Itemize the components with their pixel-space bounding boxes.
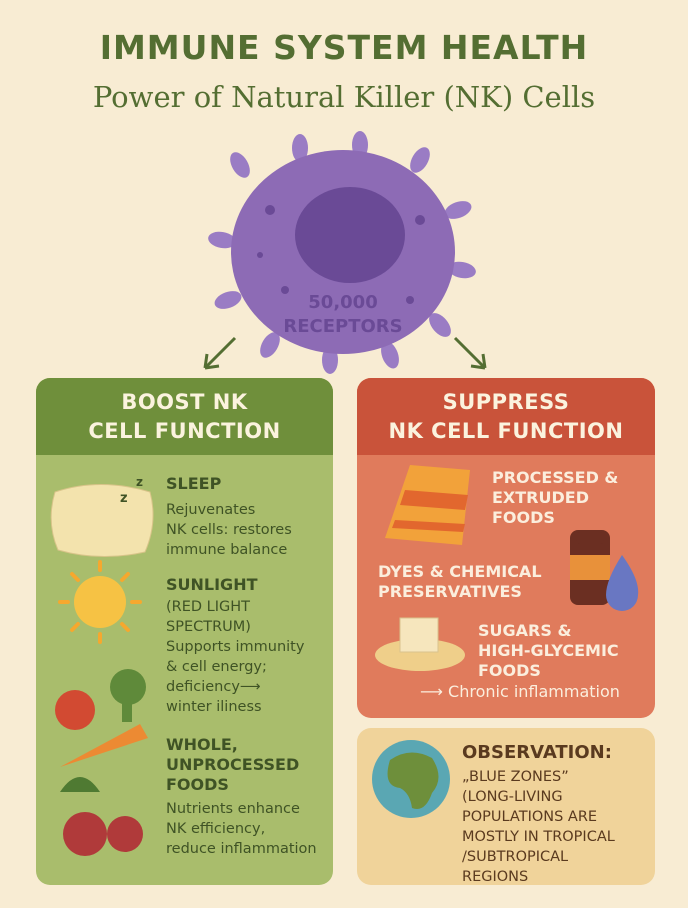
page-subtitle: Power of Natural Killer (NK) Cells	[92, 80, 596, 114]
vegetables-icon	[55, 669, 148, 856]
pillow-icon	[50, 484, 154, 557]
arrow-left-icon	[203, 336, 237, 370]
bottle-icon	[570, 530, 610, 605]
sun-icon	[58, 560, 142, 644]
nk-cell-illustration: 50,000 RECEPTORS	[203, 131, 487, 374]
svg-text:z: z	[136, 475, 143, 489]
boost-icons: z z	[50, 475, 154, 856]
cell-label-receptors: RECEPTORS	[283, 316, 402, 337]
page-title: IMMUNE SYSTEM HEALTH	[99, 28, 589, 67]
suppress-icons	[375, 465, 639, 671]
sleep-z-icon: z	[120, 491, 128, 506]
drop-icon	[606, 555, 639, 611]
sugar-cube-icon	[375, 617, 465, 671]
cell-label-count: 50,000	[308, 292, 377, 313]
arrow-right-icon	[453, 336, 487, 370]
globe-icon	[372, 740, 450, 818]
snack-bag-icon	[385, 465, 470, 545]
chronic-inflammation-note: ⟶ Chronic inflammation	[420, 682, 620, 701]
